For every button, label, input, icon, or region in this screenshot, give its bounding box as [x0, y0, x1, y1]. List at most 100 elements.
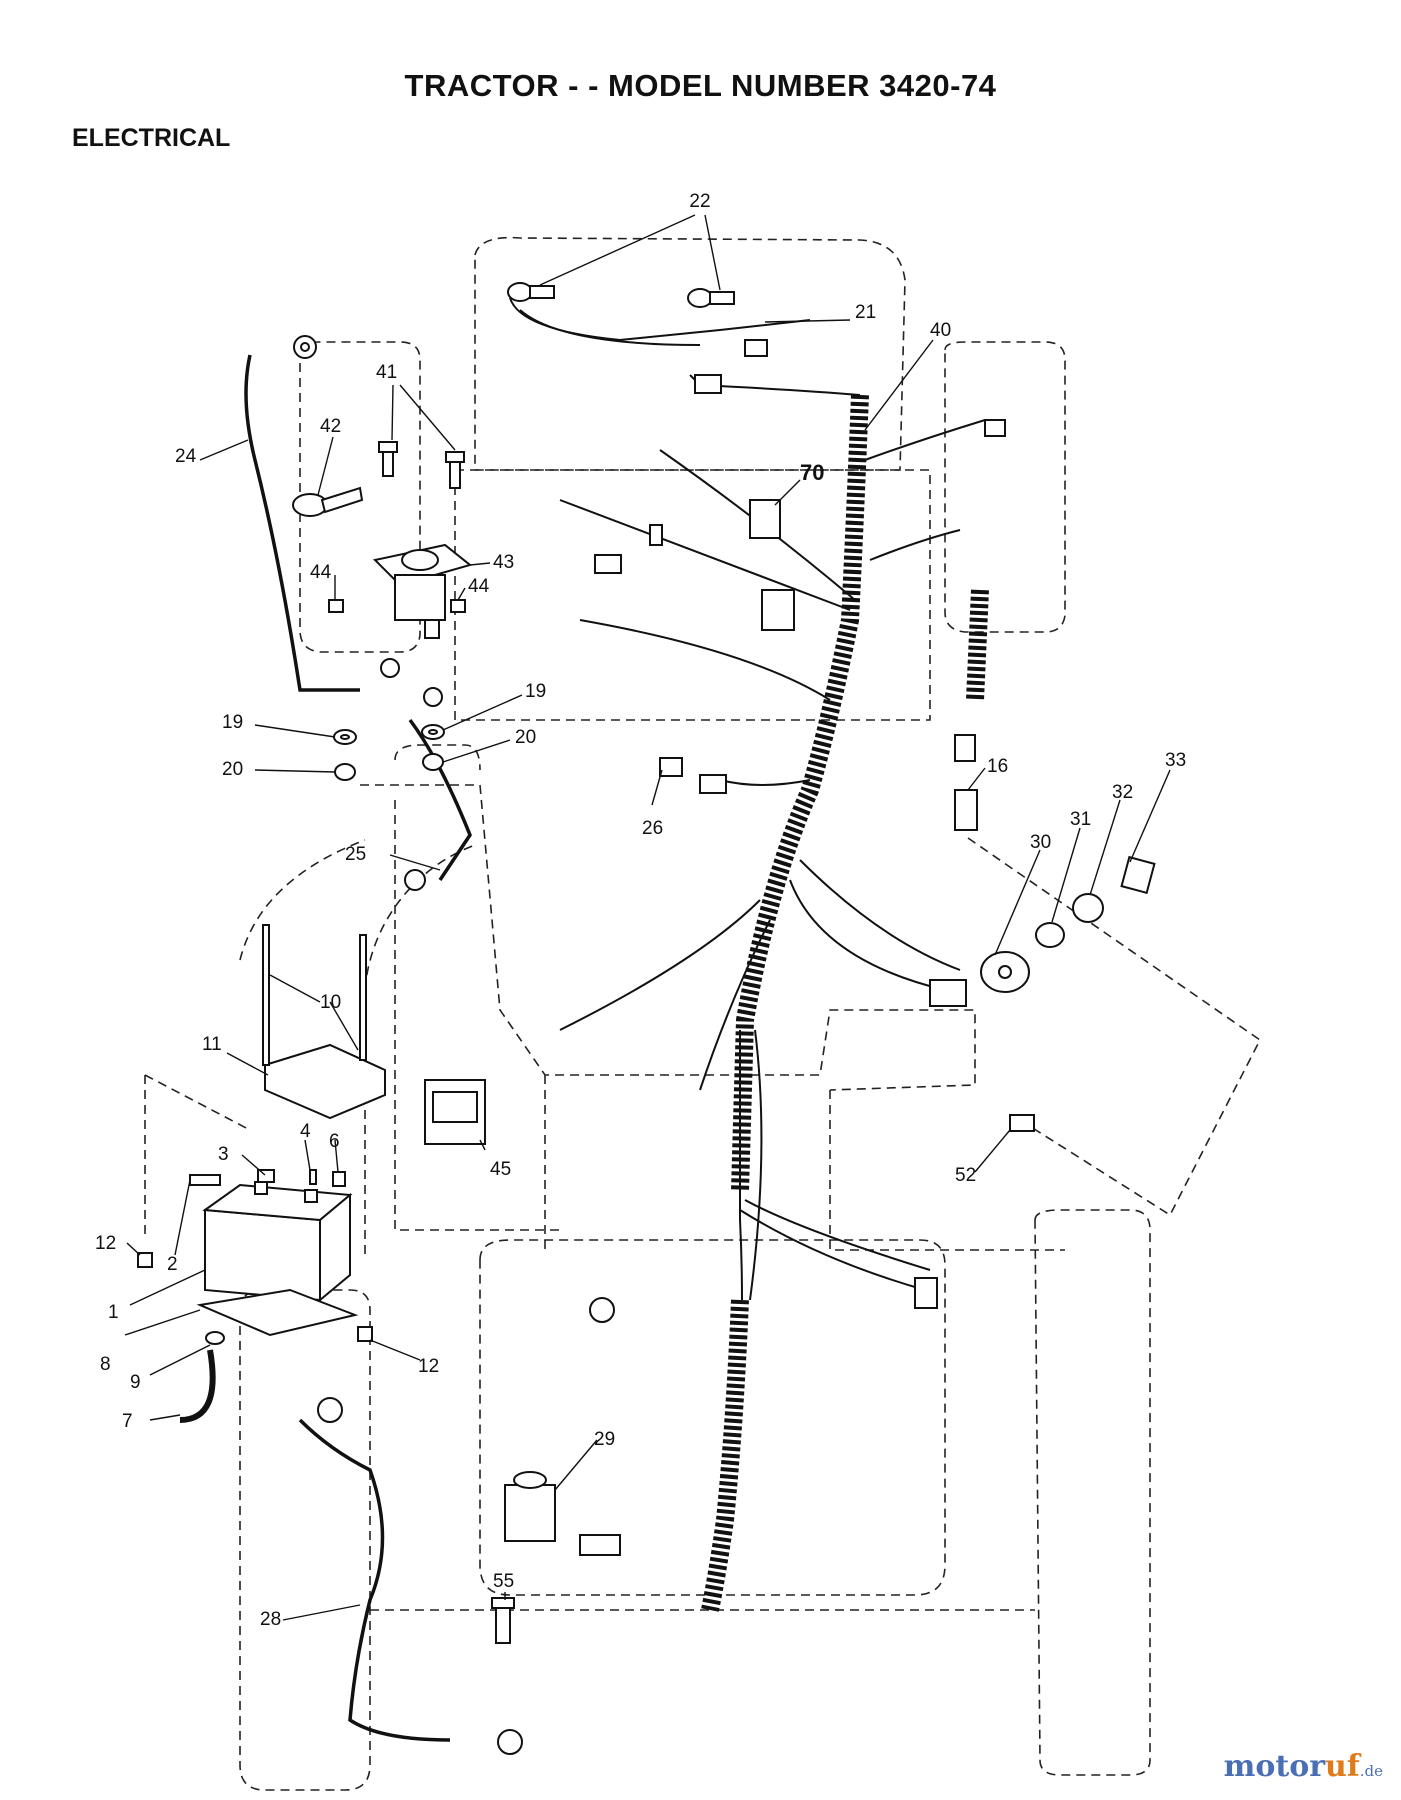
seat-switch-icon: [504, 1471, 556, 1542]
callout-7: 7: [122, 1411, 133, 1432]
washer-icon: [1035, 922, 1065, 948]
connector-icon: [579, 1534, 621, 1556]
section-heading: ELECTRICAL: [72, 124, 231, 152]
callout-25: 25: [345, 844, 366, 865]
bolt-icon: [378, 441, 398, 477]
callout-30: 30: [1030, 832, 1051, 853]
nut-icon: [1072, 893, 1104, 923]
callout-1: 1: [108, 1302, 119, 1323]
ring-terminal-icon: [423, 687, 443, 707]
callout-42: 42: [320, 416, 341, 437]
callout-11: 11: [202, 1034, 222, 1055]
callout-12-left: 12: [95, 1233, 116, 1254]
callout-44-left: 44: [310, 562, 332, 583]
tractor-outline: [144, 236, 1262, 1791]
callout-9: 9: [130, 1372, 141, 1393]
clip-icon: [137, 1252, 153, 1268]
leader-lines: [124, 214, 1171, 1621]
washer-icon: [333, 729, 357, 745]
callout-43: 43: [493, 552, 514, 573]
callout-21: 21: [855, 302, 876, 323]
ring-terminal-icon: [317, 1397, 343, 1423]
callout-10: 10: [320, 992, 341, 1013]
connector-icon: [954, 734, 976, 762]
relay-icon: [749, 499, 781, 539]
headlight-bulb-icon: [507, 282, 555, 302]
watermark-logo: motoruf.de: [1224, 1749, 1383, 1784]
connector-icon: [929, 979, 967, 1007]
callout-33: 33: [1165, 750, 1186, 771]
connector-icon: [699, 774, 727, 794]
nut-icon: [450, 599, 466, 613]
nut-icon: [334, 763, 356, 781]
key-icon: [1120, 855, 1156, 895]
components: [137, 282, 1156, 1755]
battery-tray-icon: [196, 1288, 359, 1337]
connector-icon: [984, 419, 1006, 437]
callout-19-right: 19: [525, 681, 546, 702]
washer-icon: [421, 724, 445, 740]
ring-terminal-icon: [380, 658, 400, 678]
callout-31: 31: [1070, 809, 1091, 830]
connector-icon: [744, 339, 768, 357]
callout-28: 28: [260, 1609, 281, 1630]
callout-8: 8: [100, 1354, 111, 1375]
connector-icon: [594, 554, 622, 574]
connector-icon: [659, 757, 683, 777]
callout-41: 41: [376, 362, 397, 383]
connector-icon: [761, 589, 795, 631]
connector-icon: [694, 374, 722, 394]
ignition-switch-icon: [980, 951, 1030, 993]
callout-12-right: 12: [418, 1356, 439, 1377]
callout-70: 70: [800, 460, 824, 485]
ring-terminal-icon: [497, 1729, 523, 1755]
watermark-accent: uf: [1325, 1749, 1360, 1784]
callout-19-left: 19: [222, 712, 243, 733]
callout-52: 52: [955, 1165, 976, 1186]
clip-icon: [357, 1326, 373, 1342]
battery-holddown-icon: [264, 1043, 386, 1120]
callout-44-right: 44: [468, 576, 490, 597]
rod-icon: [359, 934, 367, 1061]
watermark-main: motor: [1223, 1749, 1326, 1784]
connector-icon: [649, 524, 663, 546]
plug-icon: [954, 789, 978, 831]
washer-icon: [309, 1169, 317, 1185]
headlight-bulb-icon: [687, 288, 735, 308]
watermark-tld: .de: [1359, 1762, 1383, 1780]
callout-40: 40: [930, 320, 951, 341]
callout-20-right: 20: [515, 727, 536, 748]
callout-16: 16: [987, 756, 1008, 777]
battery-icon: [202, 1181, 353, 1303]
bolt-icon: [491, 1597, 515, 1644]
callout-6: 6: [329, 1131, 340, 1152]
diagram-title: TRACTOR - - MODEL NUMBER 3420-74: [404, 68, 997, 103]
callout-26: 26: [642, 818, 663, 839]
bolt-icon: [445, 451, 465, 489]
nut-icon: [328, 599, 344, 613]
rod-icon: [262, 924, 270, 1066]
terminal-boot-icon: [292, 486, 364, 517]
bolt-icon: [189, 1174, 221, 1186]
callout-55: 55: [493, 1571, 514, 1592]
callout-labels: 22 21 40 41 42 24 70 43 44 44 19 19 20 2…: [95, 191, 1186, 1630]
ring-terminal-icon: [293, 335, 317, 359]
callout-20-left: 20: [222, 759, 243, 780]
connector-icon: [1009, 1114, 1035, 1132]
main-wiring-harness: [244, 297, 989, 1742]
ring-terminal-icon: [589, 1297, 615, 1323]
nut-icon: [332, 1171, 346, 1187]
callout-4: 4: [300, 1121, 311, 1142]
vent-tube-icon: [179, 1349, 216, 1423]
callout-32: 32: [1112, 782, 1133, 803]
callout-3: 3: [218, 1144, 229, 1165]
callout-2: 2: [167, 1254, 178, 1275]
callout-45: 45: [490, 1159, 511, 1180]
starter-solenoid-icon: [372, 543, 473, 639]
callout-24: 24: [175, 446, 197, 467]
ring-terminal-icon: [404, 869, 426, 891]
callout-22: 22: [689, 191, 710, 212]
nut-icon: [422, 753, 444, 771]
grommet-icon: [205, 1331, 225, 1345]
ammeter-icon: [424, 1079, 486, 1145]
